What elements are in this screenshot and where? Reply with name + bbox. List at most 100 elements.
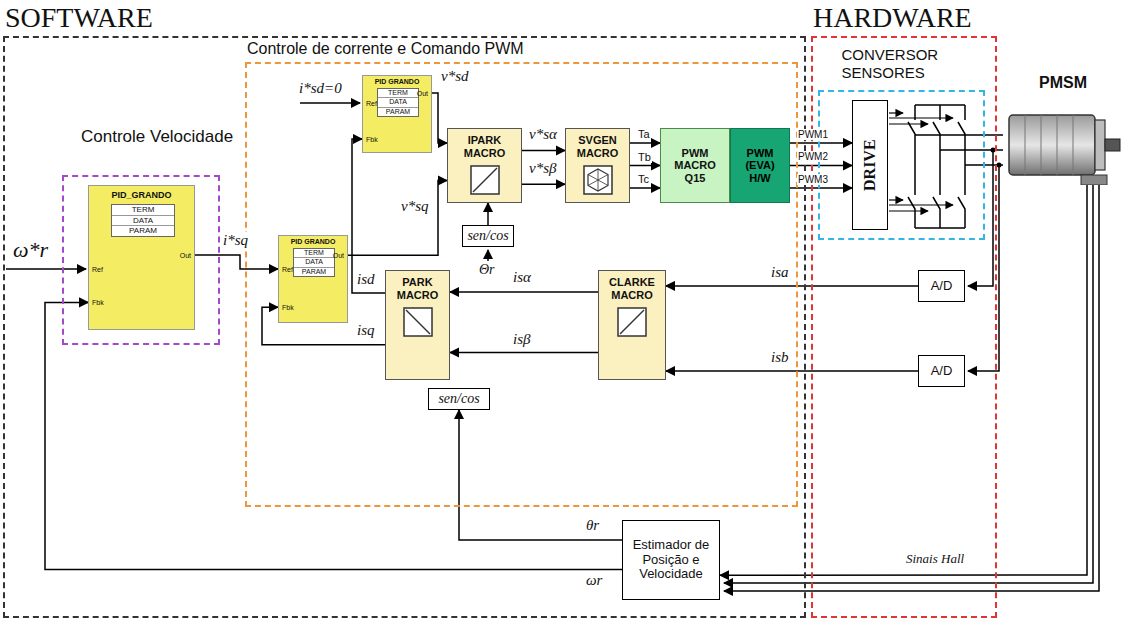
signal-label: v*sα	[528, 126, 558, 143]
input-arrow	[300, 102, 360, 104]
port-name: Ref	[282, 266, 293, 273]
signal-connector	[432, 93, 447, 143]
signal-label: θr	[585, 517, 600, 534]
signal-connector	[352, 139, 385, 293]
signal-label: PWM3	[797, 174, 829, 185]
signal-name: Θr	[478, 262, 496, 277]
process-box: A/D	[918, 355, 965, 387]
process-box: PARK MACRO	[385, 270, 450, 380]
pid-param-box: TERMDATAPARAM	[111, 204, 175, 237]
box-text: PARK MACRO	[389, 276, 446, 301]
pid-param: DATA	[294, 258, 334, 267]
pid-title: PID GRANDO	[363, 78, 431, 85]
box-text: PWM (EVA)	[733, 147, 787, 172]
box-text: Estimador de Posição e Velocidade	[626, 538, 716, 583]
region-title: Controle de corrente e Comando PWM	[247, 40, 524, 57]
pid-param: TERM	[378, 89, 418, 98]
pid-block: PID_GRANDO TERMDATAPARAM RefFbk Out	[88, 185, 195, 330]
hall-wires	[724, 185, 1099, 591]
dashed-region: Controle VelocidadePID_GRANDOTERMDATAPAR…	[62, 175, 220, 345]
signal-connector	[666, 285, 918, 287]
pid-param: PARAM	[294, 268, 334, 276]
process-box: A/D	[918, 270, 965, 302]
box-text: A/D	[931, 279, 953, 294]
process-box: CLARKE MACRO	[598, 270, 666, 380]
port-name: Out	[333, 252, 344, 259]
signal-connector	[630, 187, 660, 189]
region-title: CONVERSOR SENSORES	[842, 46, 939, 81]
signal-connector	[348, 181, 447, 256]
pid-param: PARAM	[378, 108, 418, 116]
signal-label: isβ	[512, 331, 531, 348]
process-box: Estimador de Posição e Velocidade	[622, 520, 720, 600]
signal-name: ω*r	[12, 238, 49, 262]
signal-connector	[630, 165, 660, 167]
signal-connector	[459, 410, 622, 540]
signal-connector	[790, 142, 852, 144]
signal-connector	[720, 185, 1087, 575]
motor-name: PMSM	[1003, 70, 1123, 92]
signal-name: i*sd=0	[298, 80, 343, 97]
signal-connector	[45, 302, 622, 569]
signal-label: i*sq	[222, 232, 249, 249]
signal-label: Sinais Hall	[905, 552, 965, 566]
box-text: DRIVE	[861, 139, 879, 191]
pid-param: PARAM	[112, 226, 174, 236]
pid-block: PID GRANDO TERMDATAPARAMRefFbk Out	[278, 235, 348, 323]
pid-param-box: TERMDATAPARAM	[377, 88, 419, 117]
signal-connector	[195, 255, 278, 269]
motor: PMSM	[1003, 70, 1123, 185]
signal-connector	[450, 352, 598, 354]
signal-connector	[630, 142, 660, 144]
signal-label: v*sd	[440, 68, 470, 85]
input-arrow	[6, 268, 86, 270]
process-box: SVGEN MACRO	[565, 128, 630, 203]
pid-block: PID GRANDOTERMDATAPARAMRefFbkOut	[362, 75, 432, 153]
pid-param: TERM	[294, 249, 334, 258]
signal-label: v*sβ	[528, 160, 557, 177]
box-text: A/D	[931, 364, 953, 379]
pid-param-box: TERMDATAPARAM	[293, 248, 335, 277]
signal-connector	[522, 150, 565, 152]
dashed-region: HARDWARECONVERSOR SENSORESDRIVEA/DA/D	[811, 36, 997, 618]
box-text: sen/cos	[438, 391, 479, 407]
port-name: Out	[180, 252, 191, 259]
pid-title: PID_GRANDO	[89, 190, 194, 200]
signal-connector	[790, 187, 852, 189]
process-box: PWM (EVA)H/W	[730, 128, 790, 203]
signal-label: PWM1	[797, 129, 829, 140]
port-name: Fbk	[92, 299, 104, 306]
port-name: Fbk	[282, 304, 294, 311]
box-text: PWM MACRO	[664, 147, 726, 172]
signal-connector	[522, 184, 565, 186]
box-text: Q15	[685, 172, 706, 185]
signal-label: isα	[512, 269, 532, 286]
signal-connector	[666, 370, 918, 372]
signal-label: ωr	[585, 572, 603, 589]
signal-label: isq	[356, 322, 376, 339]
signal-label: Tc	[637, 173, 650, 185]
region-title: Controle Velocidade	[81, 127, 233, 146]
box-text: IPARK MACRO	[451, 134, 518, 159]
dashed-region: SOFTWAREControle VelocidadePID_GRANDOTER…	[3, 36, 806, 618]
pid-param: DATA	[112, 216, 174, 227]
gate-signals	[889, 113, 953, 211]
block-icon	[583, 165, 613, 195]
region-title: SOFTWARE	[5, 2, 153, 33]
block-icon	[617, 307, 647, 337]
box-text: SVGEN MACRO	[569, 134, 626, 159]
port-name: Ref	[366, 100, 377, 107]
signal-connector	[450, 291, 598, 293]
signal-connector	[790, 165, 852, 167]
pid-title: PID GRANDO	[279, 238, 347, 245]
port-name: Fbk	[366, 136, 378, 143]
angle-arrow	[487, 250, 489, 261]
signal-connector	[985, 164, 1003, 166]
box-text: sen/cos	[467, 228, 508, 244]
signal-label: PWM2	[797, 151, 829, 162]
signal-connector	[985, 149, 1003, 151]
signal-label: Ta	[637, 128, 651, 140]
port-name: Ref	[92, 266, 103, 273]
signal-label: isb	[770, 349, 790, 366]
